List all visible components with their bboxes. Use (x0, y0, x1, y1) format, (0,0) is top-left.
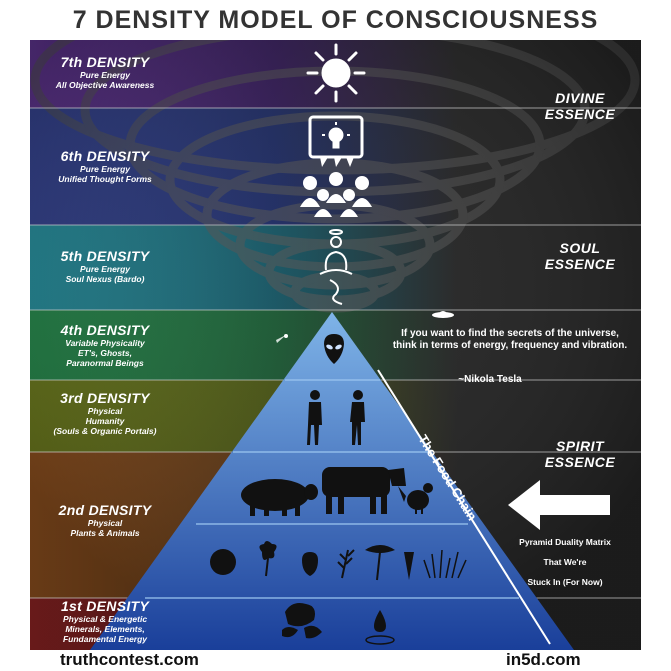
density-2-line-2: Plants & Animals (70, 528, 140, 538)
footer-right-credit: in5d.com (506, 650, 581, 669)
alien-icon (324, 334, 344, 364)
pyramid-note-line-3: Stuck In (For Now) (527, 577, 603, 587)
comet-icon (276, 334, 288, 343)
spirit-essence-label: SPIRIT ESSENCE (520, 438, 640, 470)
arrow-left-icon (508, 480, 610, 530)
density-6-label: 6th DENSITY Pure Energy Unified Thought … (30, 148, 180, 184)
pyramid-note: Pyramid Duality Matrix That We're Stuck … (500, 532, 630, 592)
density-7-label: 7th DENSITY Pure Energy All Objective Aw… (30, 54, 180, 90)
density-3-line-2: Humanity (85, 416, 125, 426)
density-2-label: 2nd DENSITY Physical Plants & Animals (30, 502, 180, 538)
pyramid-note-line-1: Pyramid Duality Matrix (519, 537, 611, 547)
meditating-figure-icon (319, 229, 353, 305)
density-diagram: 7th DENSITY Pure Energy All Objective Aw… (30, 40, 641, 650)
chicken-icon (398, 483, 433, 514)
density-5-line-2: Soul Nexus (Bardo) (65, 274, 145, 284)
density-6-name: 6th DENSITY (60, 148, 150, 164)
quote-line-1: If you want to find the secrets of the u… (401, 328, 619, 339)
density-1-name: 1st DENSITY (60, 598, 150, 614)
divine-essence-line-1: DIVINE (555, 90, 605, 106)
density-4-line-2: ET's, Ghosts, (78, 348, 132, 358)
plants-icon (210, 541, 467, 581)
density-3-name: 3rd DENSITY (60, 390, 150, 406)
density-4-line-3: Paranormal Beings (66, 358, 144, 368)
density-7-name: 7th DENSITY (60, 54, 150, 70)
density-1-label: 1st DENSITY Physical & Energetic Mineral… (30, 598, 180, 644)
density-3-label: 3rd DENSITY Physical Humanity (Souls & O… (30, 390, 180, 436)
page-title: 7 DENSITY MODEL OF CONSCIOUSNESS (72, 6, 599, 34)
density-6-line-1: Pure Energy (79, 164, 131, 174)
diagram-graphics (30, 40, 641, 650)
density-5-line-1: Pure Energy (79, 264, 131, 274)
pyramid-note-line-2: That We're (543, 557, 587, 567)
quote-line-2: think in terms of energy, frequency and … (392, 340, 628, 351)
density-1-line-1: Physical & Energetic (62, 614, 148, 624)
human-figures-icon (307, 390, 365, 445)
water-drop-icon (365, 610, 395, 645)
density-5-name: 5th DENSITY (60, 248, 150, 264)
cow-icon (322, 467, 406, 514)
density-4-label: 4th DENSITY Variable Physicality ET's, G… (30, 322, 180, 368)
tesla-quote: If you want to find the secrets of the u… (385, 328, 635, 352)
quote-author: ~Nikola Tesla (458, 374, 522, 385)
soul-essence-label: SOUL ESSENCE (520, 240, 640, 272)
thought-screen-icon (300, 115, 372, 217)
spirit-essence-line-1: SPIRIT (555, 438, 605, 454)
density-6-line-2: Unified Thought Forms (58, 174, 152, 184)
density-2-name: 2nd DENSITY (58, 502, 152, 518)
pig-icon (241, 479, 318, 516)
soul-essence-line-2: ESSENCE (544, 256, 616, 272)
footer-left-credit: truthcontest.com (60, 650, 199, 669)
density-3-line-3: (Souls & Organic Portals) (53, 426, 157, 436)
rocks-icon (282, 603, 322, 639)
density-4-line-1: Variable Physicality (65, 338, 145, 348)
density-4-name: 4th DENSITY (60, 322, 150, 338)
soul-essence-line-1: SOUL (559, 240, 601, 256)
density-5-label: 5th DENSITY Pure Energy Soul Nexus (Bard… (30, 248, 180, 284)
density-3-line-1: Physical (87, 406, 123, 416)
density-7-line-1: Pure Energy (79, 70, 131, 80)
density-1-line-2: Minerals, Elements, (65, 624, 145, 634)
ufo-icon (432, 311, 454, 318)
density-1-line-3: Fundamental Energy (62, 634, 148, 644)
density-2-line-1: Physical (87, 518, 123, 528)
divine-essence-line-2: ESSENCE (544, 106, 616, 122)
density-7-line-2: All Objective Awareness (55, 80, 155, 90)
sun-icon (306, 43, 366, 103)
spirit-essence-line-2: ESSENCE (544, 454, 616, 470)
divine-essence-label: DIVINE ESSENCE (520, 90, 640, 122)
